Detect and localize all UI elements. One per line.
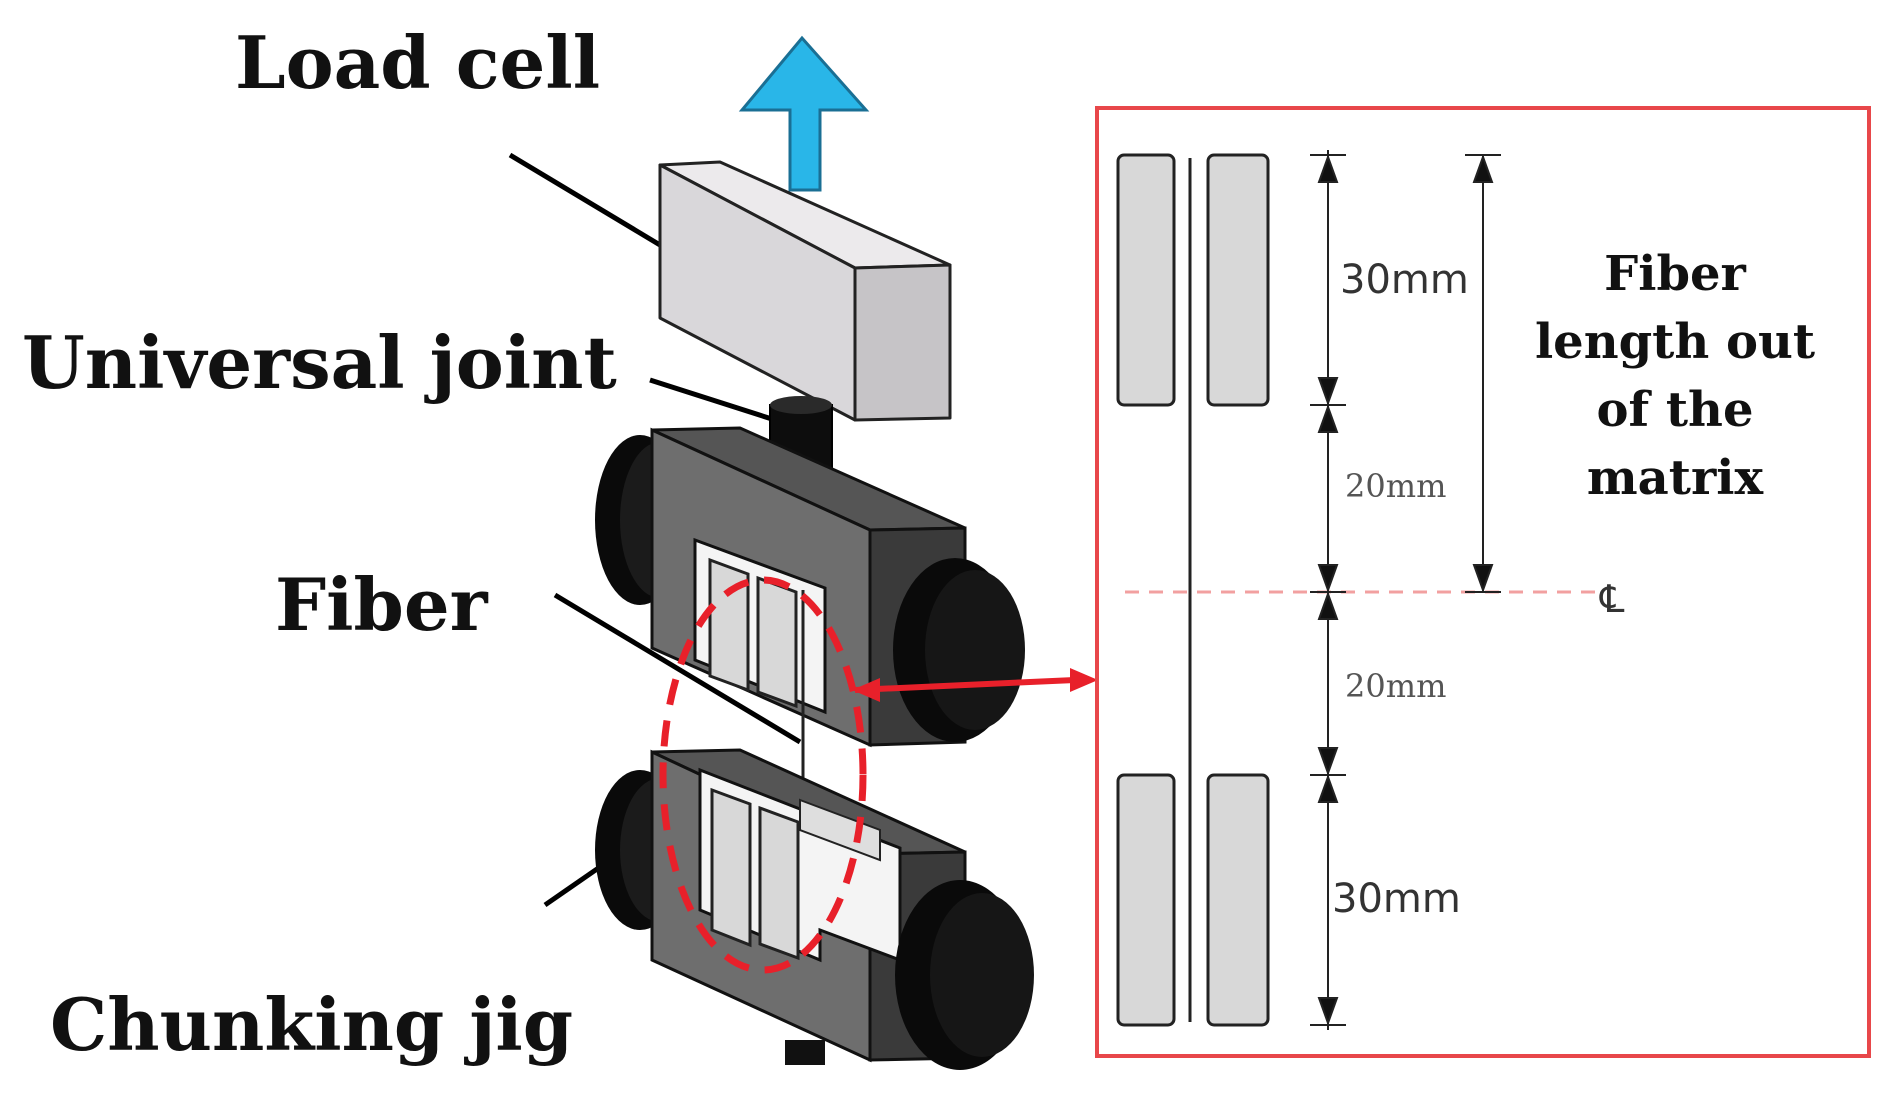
dimension-chain — [1310, 150, 1346, 1030]
centerline-symbol: ℄ — [1599, 577, 1625, 621]
detail-bottom-grip-left — [1116, 773, 1176, 1027]
callout-arrow — [852, 668, 1098, 702]
detail-top-grip-left — [1116, 153, 1176, 407]
grip-region-highlight — [659, 576, 867, 974]
universal-joint-leader — [649, 377, 776, 423]
lower-chuck — [595, 748, 1034, 1070]
pull-direction-arrow — [738, 35, 870, 192]
label-universal-joint: Universal joint — [22, 320, 617, 405]
fiber-length-note-1: Fiber — [1604, 246, 1746, 302]
fiber-length-note-3: of the — [1597, 382, 1754, 438]
upper-grip-plate-right — [756, 575, 798, 709]
lower-grip-plate-left — [710, 787, 752, 948]
fiber-length-dimension — [1465, 154, 1501, 593]
dim-top-grip-label: 30mm — [1340, 257, 1469, 303]
dim-bottom-grip-label: 30mm — [1332, 876, 1461, 922]
dim-upper-gap-label: 20mm — [1345, 467, 1446, 505]
lower-grip-plate-right — [758, 805, 800, 961]
fiber-length-note-4: matrix — [1587, 450, 1764, 506]
detail-top-grip-right — [1206, 153, 1270, 407]
fiber-length-note-2: length out — [1535, 314, 1815, 370]
label-chunking-jig: Chunking jig — [50, 982, 573, 1067]
upper-chuck — [595, 426, 1025, 748]
label-load-cell: Load cell — [235, 20, 600, 105]
upper-grip-plate-left — [708, 557, 750, 693]
load-cell — [658, 160, 952, 422]
detail-bottom-grip-right — [1206, 773, 1270, 1027]
load-cell-leader — [508, 152, 667, 251]
label-fiber: Fiber — [275, 562, 489, 647]
fiber-leader — [553, 592, 802, 745]
dim-lower-gap-label: 20mm — [1345, 667, 1446, 705]
